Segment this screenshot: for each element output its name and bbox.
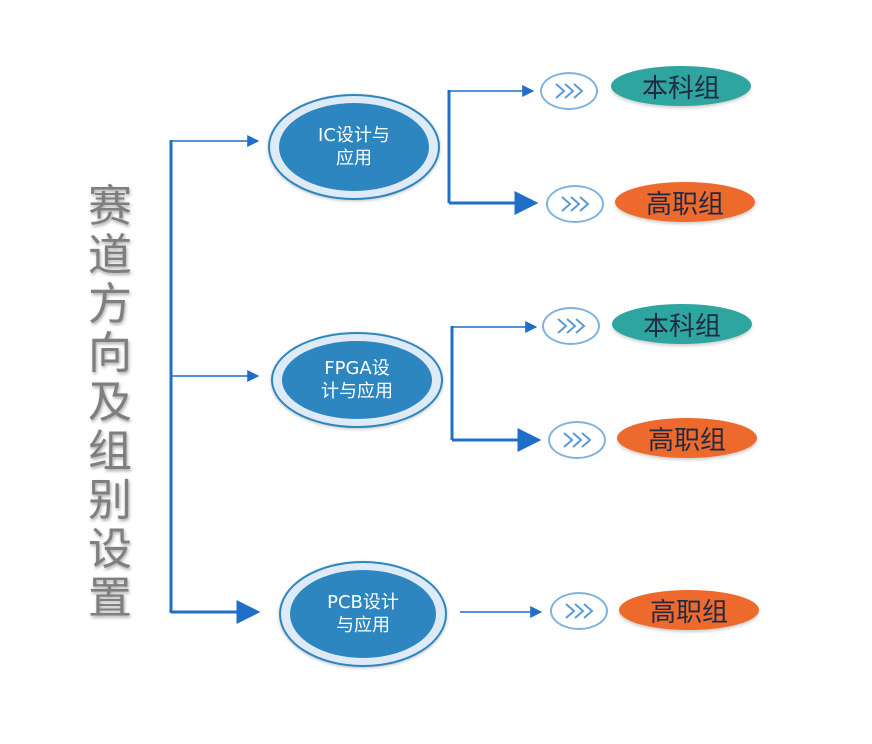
group-pill-vocational: 高职组 (617, 418, 757, 458)
double-chevron-right-icon (550, 592, 608, 630)
track-label-ic: IC设计与 应用 (318, 125, 390, 169)
track-node-inner: PCB设计 与应用 (290, 570, 436, 658)
group-label: 高职组 (649, 597, 728, 628)
track-node-fpga: FPGA设 计与应用 (271, 332, 443, 428)
group-label: 高职组 (647, 425, 726, 456)
track-node-ic: IC设计与 应用 (268, 94, 440, 200)
double-chevron-right-icon (540, 72, 598, 110)
group-label: 本科组 (642, 311, 721, 342)
group-label: 本科组 (641, 73, 720, 104)
track-node-inner: FPGA设 计与应用 (282, 341, 432, 419)
double-chevron-right-icon (546, 185, 604, 223)
group-pill-undergrad: 本科组 (612, 304, 752, 344)
group-pill-vocational: 高职组 (619, 590, 759, 630)
track-label-fpga: FPGA设 计与应用 (321, 358, 393, 402)
track-label-pcb: PCB设计 与应用 (327, 592, 399, 636)
track-node-pcb: PCB设计 与应用 (279, 561, 447, 667)
diagram-title: 赛 道 方 向 及 组 别 设 置 (88, 181, 132, 624)
double-chevron-right-icon (548, 421, 606, 459)
track-node-inner: IC设计与 应用 (279, 103, 429, 191)
group-label: 高职组 (645, 189, 724, 220)
double-chevron-right-icon (542, 307, 600, 345)
group-pill-undergrad: 本科组 (611, 66, 751, 106)
group-pill-vocational: 高职组 (615, 182, 755, 222)
